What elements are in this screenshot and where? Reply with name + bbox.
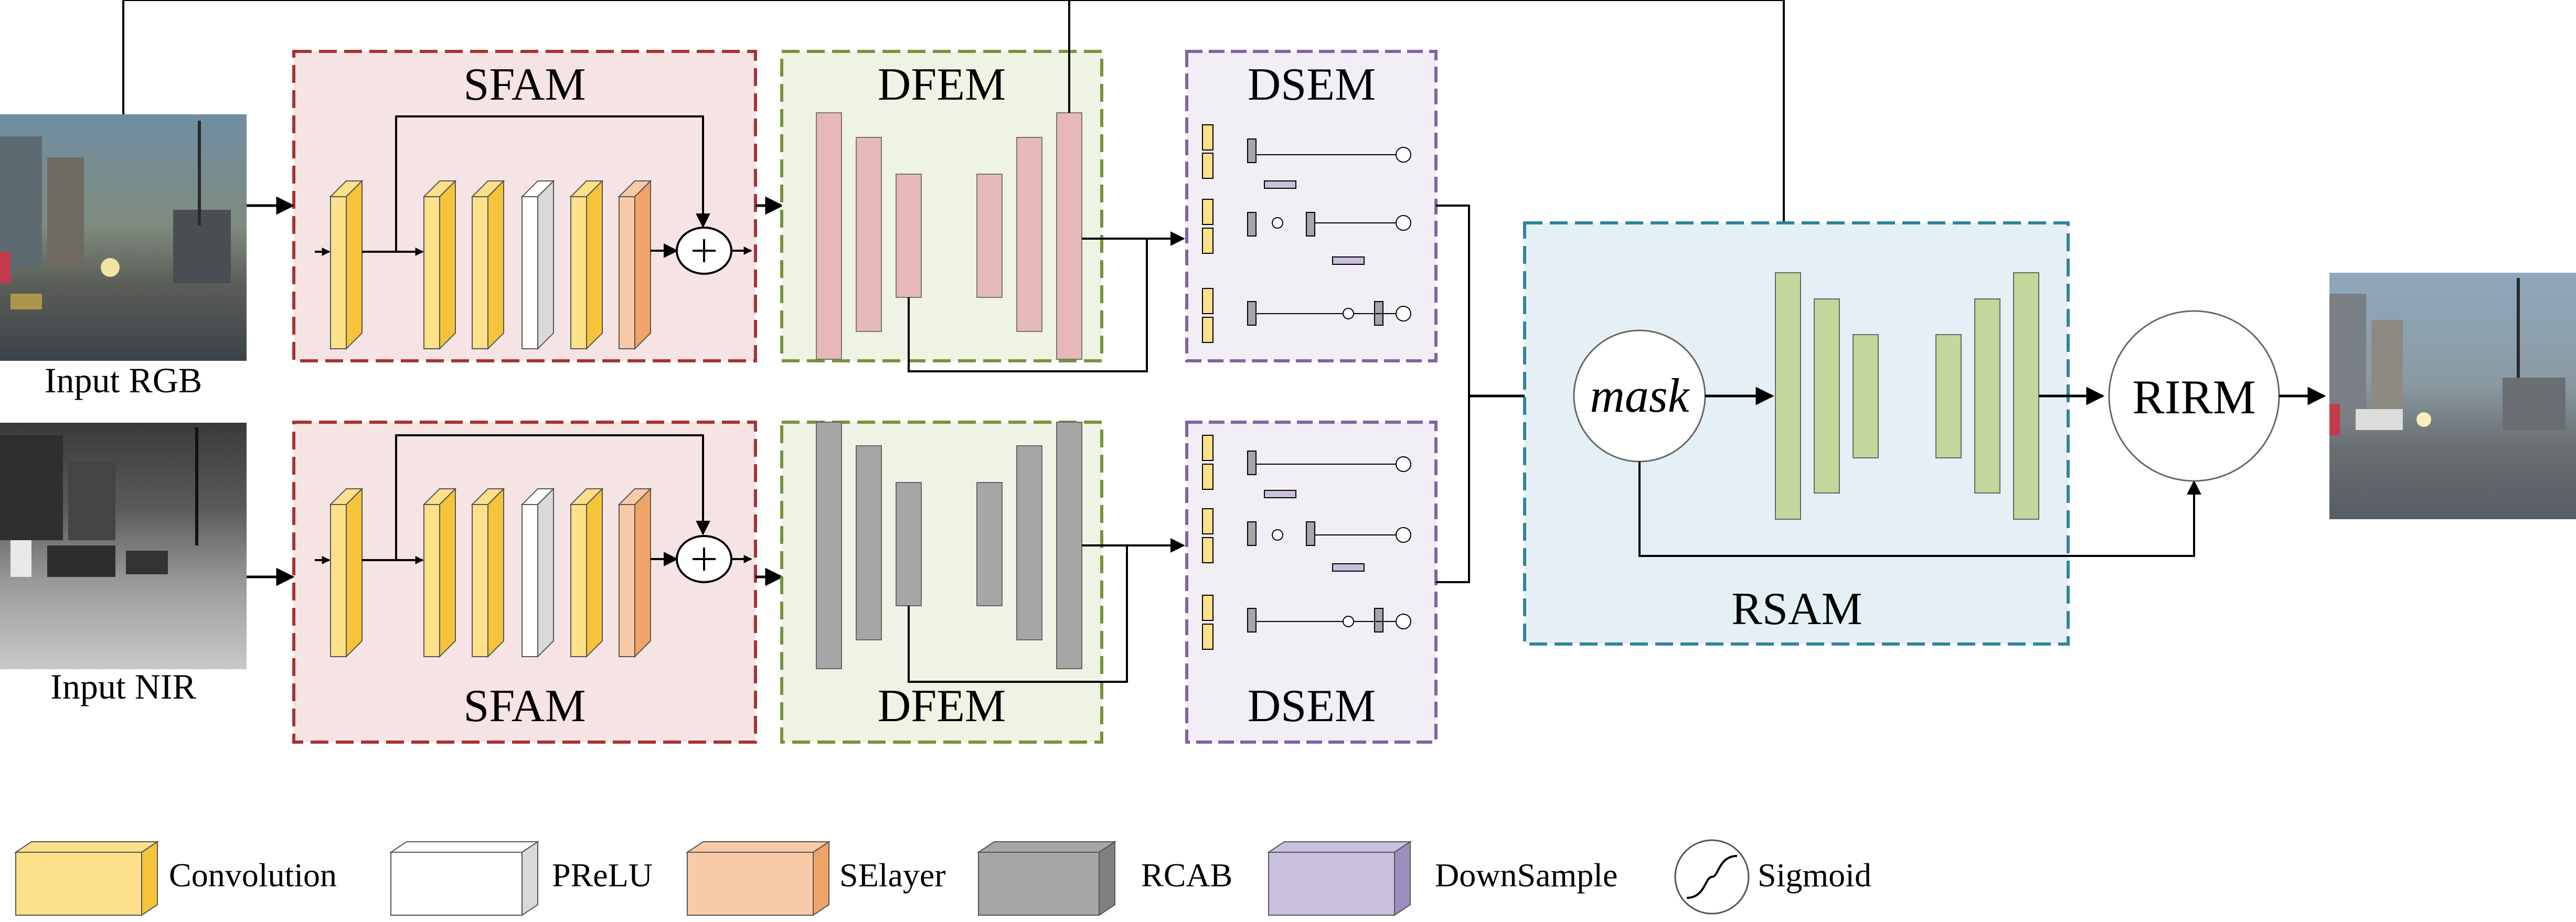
mask-node: mask bbox=[1573, 329, 1706, 463]
conv-block bbox=[422, 179, 457, 350]
sigmoid-icon bbox=[1674, 839, 1750, 915]
prelu-block bbox=[520, 179, 555, 350]
rsam-decoder-block bbox=[2013, 272, 2039, 520]
output-image bbox=[2329, 273, 2576, 519]
conv-block bbox=[329, 179, 364, 350]
add-operator bbox=[676, 227, 732, 275]
dfem-bottom-module: DFEM bbox=[780, 421, 1103, 744]
rcab-block bbox=[976, 482, 1003, 606]
conv-block bbox=[569, 179, 604, 350]
conv-block bbox=[422, 487, 457, 658]
sfam-top-title: SFAM bbox=[463, 59, 586, 110]
dsem-bottom-title: DSEM bbox=[1248, 681, 1376, 732]
prelu-block bbox=[520, 487, 555, 658]
add-operator bbox=[676, 535, 732, 583]
rsam-encoder-block bbox=[1814, 298, 1840, 494]
sfam-top-module: SFAM bbox=[292, 50, 757, 362]
conv-block bbox=[471, 487, 505, 658]
encoder-block bbox=[816, 112, 842, 360]
rsam-module: RSAM mask bbox=[1523, 221, 2201, 646]
legend: Convolution PReLU SElayer RCAB DownSampl… bbox=[14, 839, 1871, 916]
legend-item-sigmoid: Sigmoid bbox=[1674, 839, 1871, 915]
rcab-block bbox=[856, 445, 882, 640]
legend-label: DownSample bbox=[1435, 856, 1617, 894]
legend-label: RCAB bbox=[1141, 856, 1232, 894]
legend-item-downsample: DownSample bbox=[1266, 841, 1617, 916]
mask-label: mask bbox=[1590, 369, 1690, 422]
dsem-top-module: DSEM bbox=[1185, 50, 1438, 362]
rcab-block bbox=[1016, 445, 1042, 640]
input-rgb-label: Input RGB bbox=[45, 360, 202, 400]
rsam-encoder-block bbox=[1853, 334, 1879, 458]
selayer-block bbox=[618, 487, 652, 658]
dsem-internal-network bbox=[1202, 124, 1411, 343]
encoder-block bbox=[856, 137, 882, 332]
legend-item-rcab: RCAB bbox=[976, 841, 1232, 916]
decoder-block bbox=[1056, 112, 1082, 360]
legend-label: Convolution bbox=[169, 856, 337, 894]
conv-block bbox=[569, 487, 604, 658]
input-nir-label: Input NIR bbox=[50, 667, 196, 706]
legend-item-selayer: SElayer bbox=[685, 841, 946, 916]
rirm-label: RIRM bbox=[2132, 370, 2255, 424]
rsam-decoder-block bbox=[1935, 334, 1962, 458]
legend-item-prelu: PReLU bbox=[389, 841, 653, 916]
conv-block bbox=[329, 487, 364, 658]
rcab-block bbox=[1056, 422, 1082, 669]
legend-label: SElayer bbox=[839, 856, 946, 894]
sfam-bottom-module: SFAM bbox=[292, 421, 757, 744]
dsem-top-title: DSEM bbox=[1248, 59, 1376, 110]
rsam-encoder-block bbox=[1775, 272, 1801, 520]
conv-block bbox=[471, 179, 505, 350]
dfem-bottom-title: DFEM bbox=[878, 681, 1006, 732]
dsem-internal-network bbox=[1202, 435, 1411, 650]
legend-label: Sigmoid bbox=[1758, 856, 1871, 894]
decoder-block bbox=[1016, 137, 1042, 332]
rirm-node: RIRM bbox=[2108, 310, 2280, 482]
input-rgb-image bbox=[0, 114, 247, 361]
rcab-block bbox=[816, 422, 842, 669]
selayer-block bbox=[618, 179, 652, 350]
dsem-bottom-module: DSEM bbox=[1185, 421, 1438, 744]
dfem-top-module: DFEM bbox=[780, 50, 1103, 362]
legend-label: PReLU bbox=[552, 856, 653, 894]
input-nir-image bbox=[0, 423, 247, 669]
decoder-block bbox=[976, 174, 1003, 298]
sfam-bottom-title: SFAM bbox=[463, 681, 586, 732]
encoder-block bbox=[896, 174, 922, 298]
rsam-title: RSAM bbox=[1731, 584, 1862, 635]
legend-item-convolution: Convolution bbox=[14, 841, 337, 916]
rsam-decoder-block bbox=[1974, 298, 2000, 494]
dfem-top-title: DFEM bbox=[878, 59, 1006, 110]
rcab-block bbox=[896, 482, 922, 606]
